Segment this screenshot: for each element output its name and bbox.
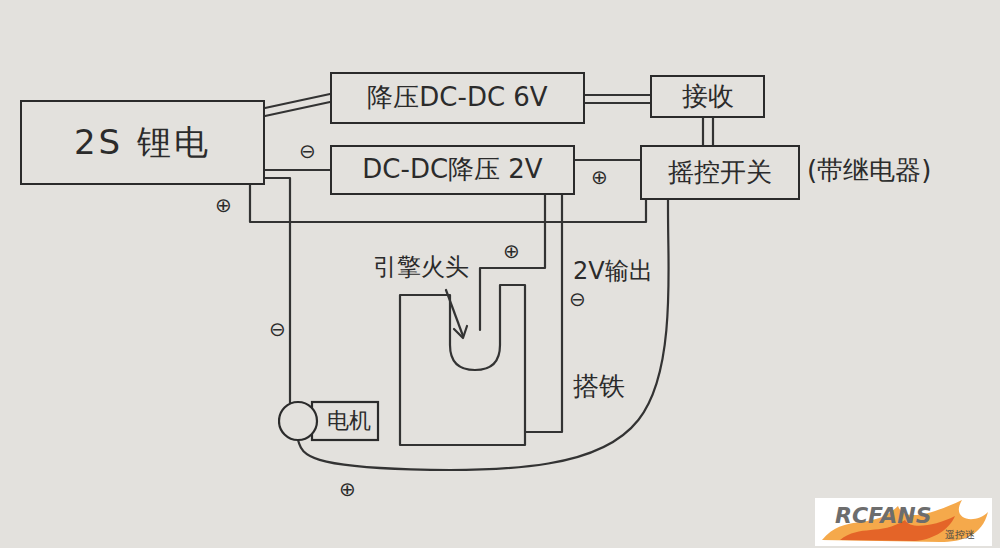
watermark-flame bbox=[822, 500, 988, 542]
signal-label: 搭铁 bbox=[572, 372, 626, 401]
signal-label: 2V输出 bbox=[572, 258, 654, 284]
plus-output-wire bbox=[480, 195, 545, 330]
wire bbox=[265, 178, 290, 404]
wire-line bbox=[585, 102, 650, 104]
node-text: 接收 bbox=[682, 82, 734, 112]
node-text: DC-DC降压 2V bbox=[362, 155, 542, 185]
wire bbox=[575, 160, 640, 161]
wire bbox=[265, 94, 330, 116]
watermark: RCFANS bbox=[834, 504, 933, 528]
wire bbox=[703, 118, 713, 145]
wire-line bbox=[575, 159, 640, 161]
watermark: 遥控迷 bbox=[944, 529, 976, 540]
pointer-arrowhead bbox=[454, 326, 467, 338]
wire-line bbox=[250, 185, 646, 222]
polarity-mark: ⊕ bbox=[338, 478, 357, 500]
node-text: 电机 bbox=[327, 408, 371, 433]
watermark-panel bbox=[815, 498, 992, 546]
wire-line bbox=[265, 94, 330, 108]
wire-line bbox=[702, 118, 704, 145]
node-text: 摇控开关 bbox=[668, 158, 772, 188]
polarity-mark: ⊖ bbox=[268, 318, 287, 340]
motor-end bbox=[279, 402, 317, 440]
converter-box: DC-DC降压 2V bbox=[330, 145, 575, 195]
node-text: 降压DC-DC 6V bbox=[367, 83, 547, 113]
polarity-mark: ⊖ bbox=[298, 140, 317, 162]
wire-line bbox=[712, 118, 714, 145]
receiver-box: 接收 bbox=[650, 75, 765, 118]
wire-line bbox=[585, 94, 650, 96]
wire-line bbox=[298, 200, 669, 470]
battery-box: 2S 锂电 bbox=[20, 100, 265, 185]
motor-symbol: 电机 bbox=[278, 398, 380, 444]
switch-box: 摇控开关 bbox=[640, 145, 800, 200]
polarity-mark: ⊕ bbox=[502, 240, 521, 262]
engine-block bbox=[400, 285, 525, 445]
polarity-mark: ⊖ bbox=[568, 288, 587, 310]
part-label: 引擎火头 bbox=[372, 254, 470, 280]
wire bbox=[265, 170, 330, 171]
wire bbox=[298, 200, 669, 470]
note-label: (带继电器) bbox=[806, 156, 932, 185]
wire bbox=[585, 95, 650, 103]
wire bbox=[250, 185, 646, 222]
wire-line bbox=[265, 178, 290, 404]
polarity-mark: ⊕ bbox=[590, 166, 609, 188]
ground-wire bbox=[525, 195, 562, 432]
converter-box: 降压DC-DC 6V bbox=[330, 72, 585, 124]
wire-line bbox=[265, 102, 330, 116]
motor-body bbox=[312, 402, 378, 440]
polarity-mark: ⊕ bbox=[214, 194, 233, 216]
node-text: 2S 锂电 bbox=[74, 123, 211, 162]
wire-line bbox=[265, 169, 330, 171]
